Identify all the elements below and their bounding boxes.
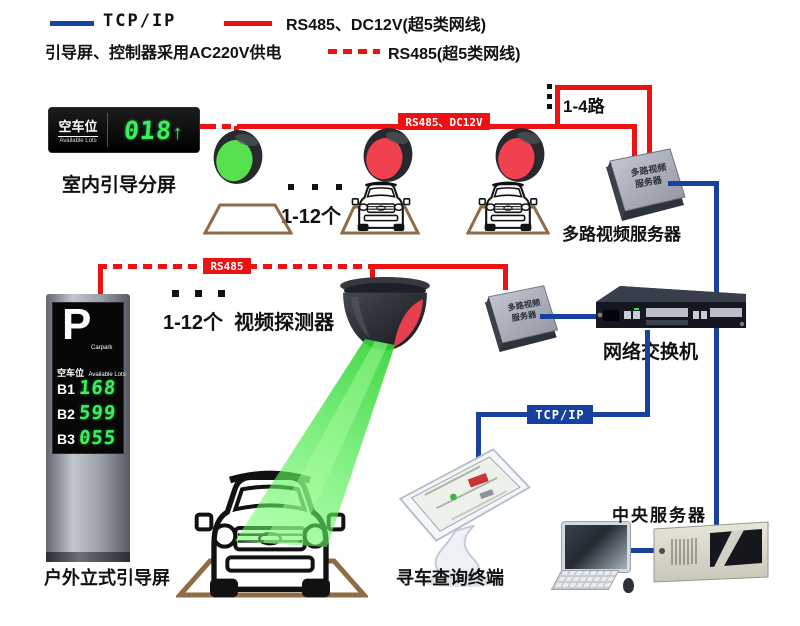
outdoor-row-b2: B2 599 [57, 402, 121, 427]
carpark-brand: Carpark [91, 345, 113, 351]
indoor-display: 空车位 Available Lots 018↑ [48, 107, 200, 153]
row2-device-text: 视频探测器 [234, 312, 335, 334]
row2-display-stub [98, 266, 103, 298]
legend-rs485dc12v-label: RS485、DC12V(超5类网线) [286, 17, 487, 34]
indoor-display-count: 018 [123, 115, 174, 145]
row1-bus-tag-text: RS485、DC12V [405, 115, 483, 129]
blue-switch-down [645, 330, 650, 417]
network-switch [596, 286, 746, 328]
indoor-display-subtitle: Available Lots [59, 138, 97, 144]
outdoor-screen-title: 空车位 [57, 368, 85, 378]
row1-branch-up [555, 88, 560, 128]
dome-camera [340, 276, 430, 351]
legend-rs485-dashed-swatch [328, 49, 380, 54]
outdoor-row-b3-floor: B3 [57, 431, 75, 447]
detector-1 [213, 130, 263, 184]
parked-car-3 [478, 181, 538, 231]
central-monitor [562, 522, 630, 572]
legend-tcpip-label: TCP/IP [103, 11, 177, 31]
tcpip-link-tag: TCP/IP [527, 405, 593, 424]
row1-count-label: 1-12个 [281, 206, 342, 228]
outdoor-display-screen: P Carpark 空车位 Available Lots B1 168 B2 5… [52, 300, 126, 454]
indoor-display-title: 空车位 [58, 116, 98, 137]
row1-channels-dots [547, 84, 553, 114]
detector-3 [495, 128, 545, 182]
outdoor-screen-subtitle: Available Lots [88, 372, 126, 378]
indoor-display-caption: 室内引导分屏 [62, 175, 177, 196]
detector-2 [363, 128, 413, 182]
row1-branch-top [555, 85, 652, 90]
outdoor-row-b1-floor: B1 [57, 381, 75, 397]
row1-bus-drop-server [632, 124, 637, 156]
video-server-1: 多路视频 服务器 [606, 148, 686, 221]
outdoor-row-b1: B1 168 [57, 377, 121, 402]
outdoor-row-b2-floor: B2 [57, 406, 75, 422]
outdoor-display-caption: 户外立式引导屏 [44, 568, 170, 588]
legend-rs485-dashed-label: RS485(超5类网线) [388, 46, 521, 63]
blue-link-server2 [540, 314, 598, 319]
row2-bus-tag: RS485 [203, 258, 251, 274]
video-server-1-caption: 多路视频服务器 [562, 225, 681, 244]
server-tower [653, 521, 772, 583]
video-server-2: 多路视频 服务器 [484, 285, 559, 353]
video-server-2-chip-text2: 服务器 [511, 309, 538, 323]
outdoor-row-b1-value: 168 [78, 377, 118, 399]
row1-count-dots [288, 184, 348, 190]
row1-channels-label: 1-4路 [563, 97, 605, 116]
row1-bus-dashed-segment [207, 124, 245, 129]
row2-count-label: 1-12个 视频探测器 [163, 306, 334, 335]
network-switch-caption: 网络交换机 [603, 342, 699, 363]
central-mouse [623, 578, 634, 593]
row2-bus-solid [370, 264, 508, 269]
legend-rs485dc12v-line-swatch [224, 21, 272, 26]
blue-trunk-vertical [714, 181, 719, 531]
outdoor-display-base [46, 552, 130, 562]
row2-count-dots [172, 290, 232, 297]
row1-bus-tag: RS485、DC12V [398, 113, 490, 130]
video-server-1-chip-text2: 服务器 [634, 174, 663, 190]
row2-bus-tag-text: RS485 [210, 259, 244, 273]
blue-kiosk-drop [476, 412, 481, 478]
carpark-logo: P [62, 300, 92, 349]
legend-power-note: 引导屏、控制器采用AC220V供电 [45, 45, 282, 62]
row2-count-text: 1-12个 [163, 312, 224, 334]
kiosk [398, 448, 531, 588]
central-server-caption: 中央服务器 [612, 506, 707, 525]
blue-link-server1 [668, 181, 718, 186]
outdoor-row-b2-value: 599 [78, 402, 118, 424]
big-car [194, 470, 346, 598]
legend: TCP/IP RS485、DC12V(超5类网线) 引导屏、控制器采用AC220… [0, 0, 800, 66]
row2-drop-server2 [503, 266, 508, 290]
indoor-display-arrow: ↑ [172, 121, 183, 144]
central-keyboard [550, 570, 620, 590]
legend-tcpip-line-swatch [50, 21, 94, 26]
row1-bus-stub [197, 124, 207, 129]
parked-car-2 [351, 181, 411, 231]
row2-dome-stub [370, 266, 375, 282]
parking-space-empty [203, 203, 293, 235]
kiosk-caption: 寻车查询终端 [396, 568, 504, 588]
tcpip-link-tag-text: TCP/IP [535, 407, 585, 422]
row1-branch-down [647, 85, 652, 153]
blue-monitor-tower-link [626, 548, 658, 553]
outdoor-row-b3-value: 055 [78, 427, 118, 449]
outdoor-row-b3: B3 055 [57, 427, 121, 452]
